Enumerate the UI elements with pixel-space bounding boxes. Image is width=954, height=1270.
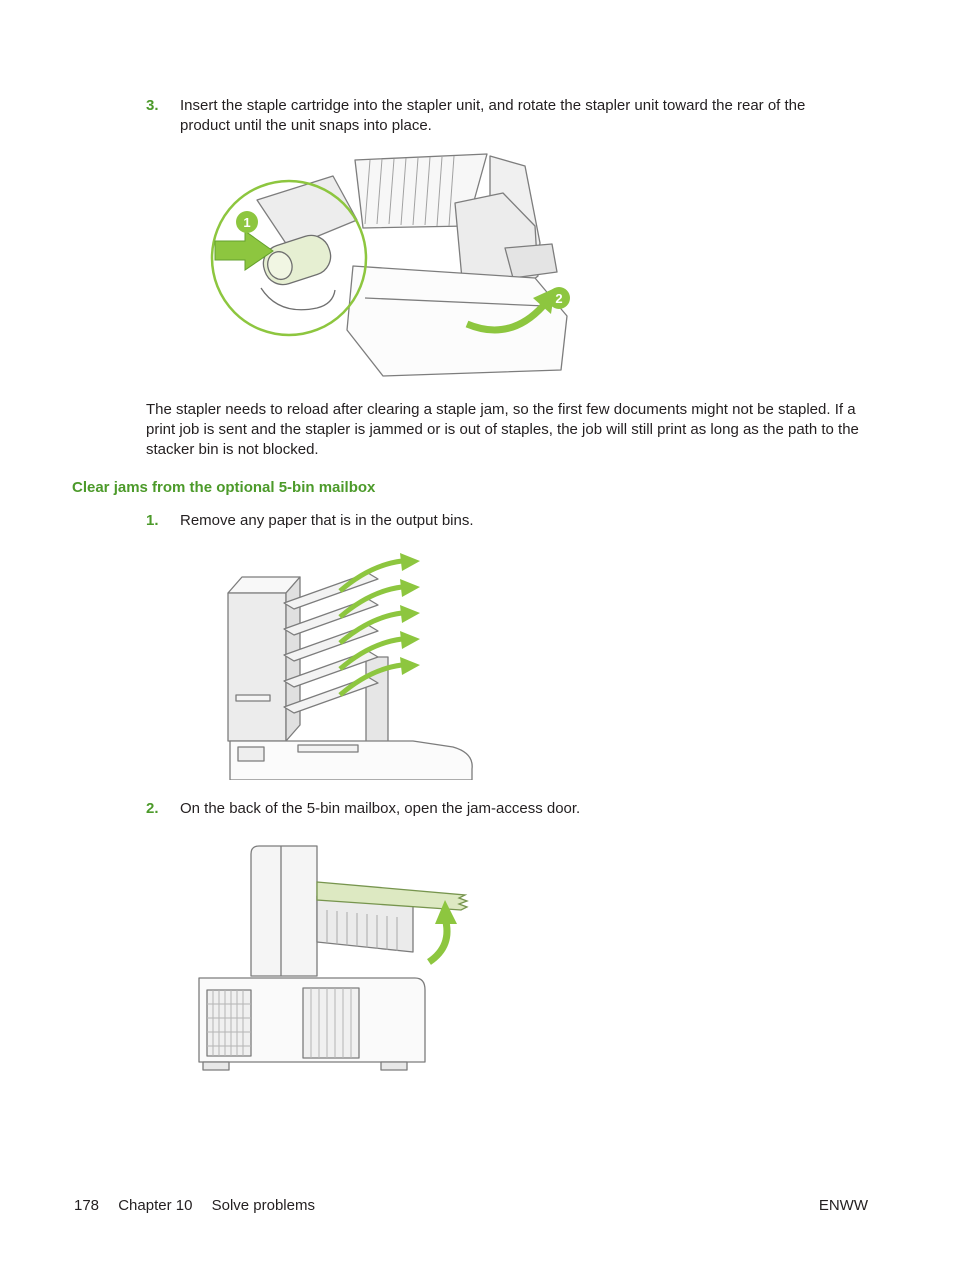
step-3-text: Insert the staple cartridge into the sta… bbox=[180, 97, 806, 134]
page-number: 178 bbox=[74, 1197, 100, 1214]
paper-removal-arrows bbox=[338, 553, 420, 697]
stapler-fins-hatching bbox=[364, 155, 455, 227]
hand-outline bbox=[260, 287, 336, 311]
mailbox-output-bins-figure bbox=[218, 545, 488, 780]
step-3-number: 3. bbox=[146, 97, 159, 114]
callout-2-label: 2 bbox=[555, 291, 562, 306]
rotate-direction-arrow bbox=[465, 303, 546, 334]
step-item-3: 3. Insert the staple cartridge into the … bbox=[146, 96, 852, 136]
callout-1-label: 1 bbox=[243, 215, 250, 230]
stapler-unit-figure: 1 2 bbox=[205, 148, 575, 383]
callout-2-badge bbox=[548, 287, 570, 309]
footer-right-label: ENWW bbox=[818, 1197, 868, 1214]
step-2-number: 2. bbox=[146, 800, 159, 817]
step-2-text: On the back of the 5-bin mailbox, open t… bbox=[180, 800, 581, 817]
printer-back-line-art bbox=[198, 845, 426, 1071]
jam-access-door-figure bbox=[185, 832, 485, 1072]
vent-grid-hatching bbox=[207, 988, 352, 1058]
section-heading: Clear jams from the optional 5-bin mailb… bbox=[72, 479, 376, 496]
mailbox-line-art bbox=[227, 572, 473, 780]
jam-access-door-illustration bbox=[198, 845, 469, 1071]
staple-cartridge bbox=[262, 234, 332, 286]
footer-left: 178 Chapter 10 Solve problems bbox=[74, 1196, 315, 1216]
stapler-line-art bbox=[256, 153, 568, 377]
mailbox-illustration bbox=[227, 553, 473, 780]
callout-1-badge bbox=[236, 211, 258, 233]
open-jam-access-door bbox=[316, 881, 469, 911]
detail-circle bbox=[210, 179, 368, 337]
step-1-text: Remove any paper that is in the output b… bbox=[180, 512, 474, 529]
chapter-label: Chapter 10 bbox=[118, 1197, 193, 1214]
door-arrow-head bbox=[435, 900, 457, 924]
door-open-direction-arrow bbox=[426, 917, 451, 965]
jam-opening-rollers bbox=[326, 910, 398, 951]
stapler-unit-illustration: 1 2 bbox=[210, 153, 570, 377]
step-1-number: 1. bbox=[146, 512, 159, 529]
step-item-2: 2. On the back of the 5-bin mailbox, ope… bbox=[146, 799, 852, 819]
page-footer: 178 Chapter 10 Solve problems ENWW bbox=[74, 1196, 868, 1216]
stapler-reload-note: The stapler needs to reload after cleari… bbox=[146, 401, 859, 458]
section-label: Solve problems bbox=[211, 1197, 315, 1214]
step-item-1: 1. Remove any paper that is in the outpu… bbox=[146, 511, 852, 531]
insert-direction-arrow bbox=[214, 230, 274, 271]
